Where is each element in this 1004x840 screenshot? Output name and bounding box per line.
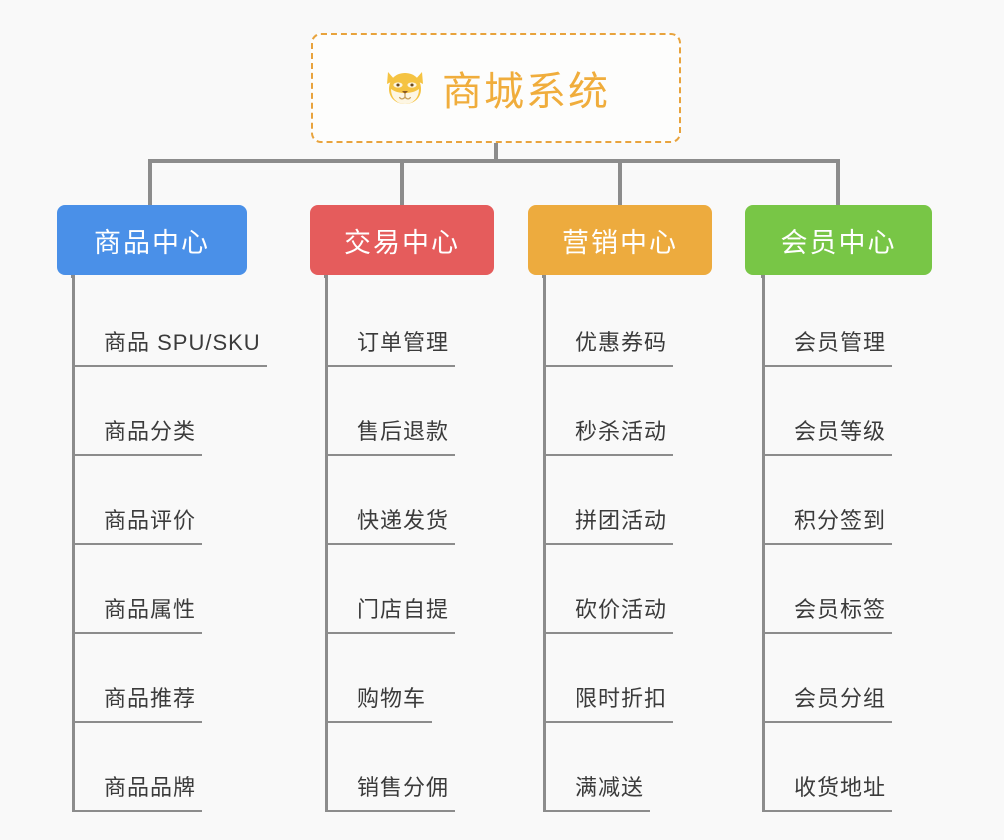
category-label: 营销中心 (562, 227, 678, 258)
leaf-underline (762, 365, 892, 367)
leaf-label: 拼团活动 (575, 508, 668, 533)
leaf-label: 会员等级 (794, 419, 887, 444)
drop-connector-member-center (836, 159, 840, 205)
leaf-underline (72, 543, 202, 545)
leaf-label: 秒杀活动 (575, 419, 668, 444)
category-box-product-center[interactable]: 商品中心 (57, 205, 247, 275)
leaf-label: 满减送 (575, 775, 645, 800)
leaf-underline (543, 365, 673, 367)
leaf-underline (72, 454, 202, 456)
leaf-label: 收货地址 (794, 775, 887, 800)
category-box-member-center[interactable]: 会员中心 (745, 205, 932, 275)
leaf-label: 优惠券码 (575, 330, 668, 355)
leaf-underline (325, 810, 455, 812)
branch-spine-member-center (762, 278, 765, 812)
leaf-label: 快递发货 (357, 508, 450, 533)
branch-spine-trade-center (325, 278, 328, 812)
leaf-underline (325, 543, 455, 545)
leaf-underline (762, 810, 892, 812)
leaf-label: 会员管理 (794, 330, 887, 355)
leaf-underline (543, 810, 650, 812)
drop-connector-trade-center (400, 159, 404, 205)
leaf-underline (325, 365, 455, 367)
category-label: 会员中心 (780, 227, 897, 258)
branch-spine-marketing-center (543, 278, 546, 812)
drop-connector-product-center (148, 159, 152, 205)
leaf-label: 限时折扣 (575, 686, 668, 711)
leaf-label: 售后退款 (357, 419, 450, 444)
leaf-underline (543, 632, 673, 634)
leaf-underline (325, 454, 455, 456)
leaf-label: 积分签到 (794, 508, 887, 533)
leaf-label: 商品 SPU/SKU (104, 330, 261, 355)
leaf-underline (72, 365, 267, 367)
leaf-label: 门店自提 (357, 597, 450, 622)
category-box-trade-center[interactable]: 交易中心 (310, 205, 494, 275)
leaf-label: 商品品牌 (104, 775, 197, 800)
shiba-dog-face-icon (382, 65, 428, 111)
leaf-underline (72, 632, 202, 634)
stem-connector-trade-center (324, 275, 328, 278)
stem-connector-product-center (71, 275, 75, 278)
leaf-label: 销售分佣 (357, 775, 450, 800)
leaf-underline (762, 543, 892, 545)
drop-connector-marketing-center (618, 159, 622, 205)
leaf-label: 商品推荐 (104, 686, 197, 711)
category-label: 商品中心 (94, 227, 210, 258)
leaf-underline (543, 721, 673, 723)
leaf-label: 商品分类 (104, 419, 197, 444)
category-label: 交易中心 (344, 227, 460, 258)
horizontal-bus-connector (148, 159, 840, 163)
root-node[interactable]: 商城系统 (311, 33, 681, 143)
branch-spine-product-center (72, 278, 75, 812)
leaf-label: 购物车 (357, 686, 427, 711)
leaf-underline (325, 632, 455, 634)
leaf-underline (325, 721, 432, 723)
category-box-marketing-center[interactable]: 营销中心 (528, 205, 712, 275)
leaf-underline (72, 721, 202, 723)
stem-connector-member-center (761, 275, 765, 278)
root-title: 商城系统 (442, 70, 610, 114)
leaf-underline (762, 632, 892, 634)
leaf-underline (762, 721, 892, 723)
leaf-label: 商品评价 (104, 508, 197, 533)
leaf-underline (543, 454, 673, 456)
leaf-label: 订单管理 (357, 330, 450, 355)
leaf-label: 会员分组 (794, 686, 887, 711)
leaf-label: 商品属性 (104, 597, 197, 622)
leaf-label: 砍价活动 (575, 597, 668, 622)
leaf-label: 会员标签 (794, 597, 887, 622)
stem-connector-marketing-center (542, 275, 546, 278)
leaf-underline (72, 810, 202, 812)
leaf-underline (543, 543, 673, 545)
root-stem-connector (494, 143, 498, 161)
leaf-underline (762, 454, 892, 456)
